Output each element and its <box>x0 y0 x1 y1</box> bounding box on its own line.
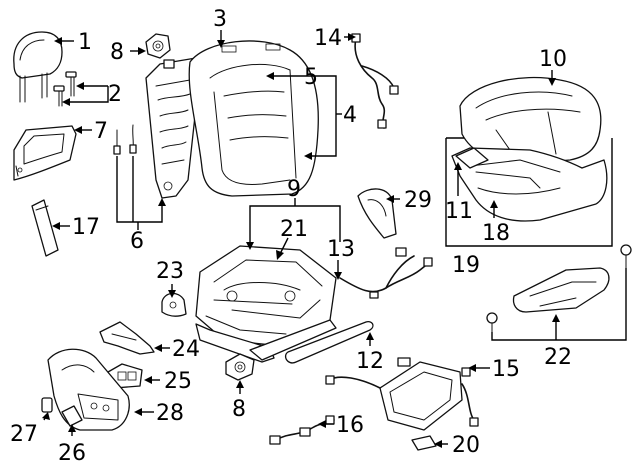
control-module-part <box>325 357 479 431</box>
callout-15: 15 <box>492 357 520 382</box>
callout-24: 24 <box>172 337 200 362</box>
callout-2: 2 <box>108 82 122 107</box>
release-cable-part <box>113 124 137 155</box>
callout-8-bottom: 8 <box>232 397 246 422</box>
side-shield-part <box>47 348 130 431</box>
rail-cover-part <box>284 320 374 364</box>
callout-29: 29 <box>404 188 432 213</box>
callout-21: 21 <box>280 217 308 242</box>
lever-knob-part <box>61 405 83 427</box>
leader-lines <box>42 30 627 448</box>
knob-part <box>41 397 53 413</box>
lumbar-motor-part <box>145 33 171 59</box>
callout-16: 16 <box>336 413 364 438</box>
callout-9: 9 <box>287 177 301 202</box>
callout-7: 7 <box>94 119 108 144</box>
seat-back-frame-part <box>145 57 201 199</box>
callout-labels: 1 2 3 4 5 6 7 8 8 9 10 11 12 13 14 15 16… <box>10 7 572 466</box>
callout-23: 23 <box>156 259 184 284</box>
headrest-part <box>13 31 63 103</box>
callout-27: 27 <box>10 422 38 447</box>
seat-frame-track-part <box>195 245 337 363</box>
callout-28: 28 <box>156 401 184 426</box>
back-harness-part <box>351 33 399 129</box>
callout-1: 1 <box>78 30 92 55</box>
side-cover-part <box>512 267 610 313</box>
lower-harness-part <box>269 415 335 445</box>
side-trim-part <box>357 188 397 239</box>
callout-18: 18 <box>482 221 510 246</box>
callout-12: 12 <box>356 349 384 374</box>
callout-10: 10 <box>539 47 567 72</box>
callout-22: 22 <box>544 345 572 370</box>
callout-6: 6 <box>130 229 144 254</box>
callout-11: 11 <box>445 199 473 224</box>
callout-19: 19 <box>452 253 480 278</box>
callout-4: 4 <box>343 103 357 128</box>
shield-bracket-part <box>99 321 155 355</box>
cushion-harness-part <box>339 247 433 299</box>
headrest-guide-part <box>53 71 77 107</box>
callout-14: 14 <box>314 26 342 51</box>
adjuster-motor-part <box>225 353 255 381</box>
pad-part <box>31 199 59 257</box>
callout-8-top: 8 <box>110 40 124 65</box>
callout-13: 13 <box>327 237 355 262</box>
callout-25: 25 <box>164 369 192 394</box>
cushion-assembly-group <box>445 137 613 247</box>
callout-5: 5 <box>304 65 318 90</box>
seat-back-cushion-part <box>188 40 319 197</box>
callout-26: 26 <box>58 441 86 466</box>
bracket-part <box>161 292 187 317</box>
callout-20: 20 <box>452 433 480 458</box>
callout-3: 3 <box>213 7 227 32</box>
connector-part <box>411 435 437 451</box>
back-panel-part <box>13 125 77 181</box>
callout-17: 17 <box>72 215 100 240</box>
screw-part <box>486 244 632 333</box>
